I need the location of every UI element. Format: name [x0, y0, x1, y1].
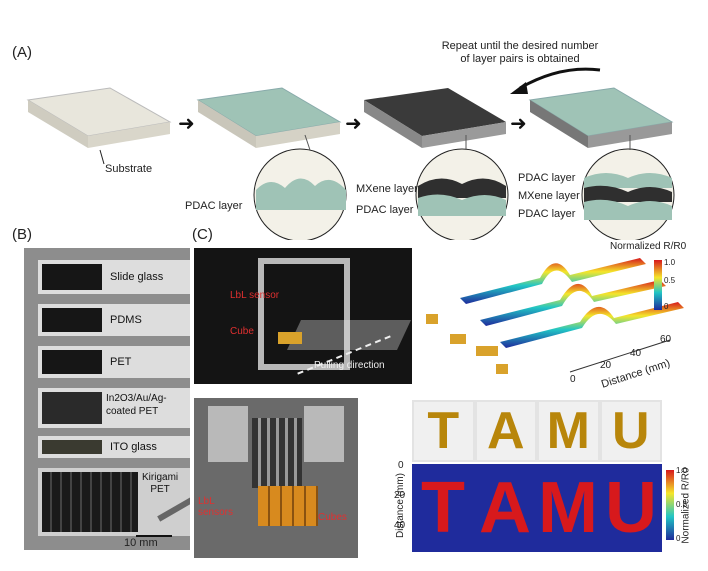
arrow-2: ➜ [345, 113, 362, 135]
pdac-layer-label-1: PDAC layer [185, 200, 243, 212]
slide-glass-sample: Slide glass [38, 260, 190, 294]
ito-glass-label: ITO glass [110, 441, 157, 453]
pet-sample: PET [38, 346, 190, 378]
sensor-array-photo: LbL sensors Cubes [194, 398, 358, 558]
lbl-sensor-label: LbL sensor [230, 290, 280, 301]
kirigami-pet-sample: Kirigami PET [38, 468, 190, 536]
dist-tick-20: 20 [600, 360, 612, 371]
mxene-slab [364, 88, 506, 148]
response-3d-plot [426, 258, 684, 374]
colorbar-bot: 0 [664, 302, 669, 311]
mxene-layer-label-2: MXene layer [356, 183, 418, 195]
heat-distance-label: Distance (mm) [395, 472, 407, 539]
panel-a-label: (A) [12, 44, 32, 61]
colorbar-3d [654, 260, 662, 310]
pdms-label: PDMS [110, 314, 142, 326]
slide-glass-label: Slide glass [110, 271, 164, 283]
tamu-letter-m: M [539, 402, 598, 460]
response-ribbon-1 [460, 258, 646, 304]
heat-cb-title: Normalized R/R0 [680, 467, 692, 544]
cube-label: Cube [230, 326, 254, 337]
tamu-heatmap: T A M U [412, 464, 662, 552]
colorbar-title: Normalized R/R0 [610, 241, 687, 252]
panel-b-label: (B) [12, 226, 32, 243]
coated-pet-label-line2: coated PET [106, 406, 159, 417]
pdac-layer-label-2: PDAC layer [356, 204, 414, 216]
arrow-1: ➜ [178, 113, 195, 135]
tweezer [157, 496, 190, 522]
substrate-slab [26, 87, 172, 148]
clamp-left [208, 406, 248, 462]
dist-tick-40: 40 [630, 348, 642, 359]
bilayer-slab [528, 87, 674, 148]
sensor-frame [258, 258, 350, 370]
coated-pet-sample: In2O3/Au/Ag- coated PET [38, 388, 190, 428]
zoom-circle-2 [415, 148, 509, 240]
repeat-note-line1: Repeat until the desired number [441, 40, 599, 52]
substrate-pointer [99, 149, 105, 165]
zoom-line-1 [304, 134, 311, 151]
mxene-layer-label-3: MXene layer [518, 190, 580, 202]
colorbar-mid: 0.5 [664, 276, 676, 285]
heat-tick-20: 20 [394, 490, 406, 501]
heatmap-letter-a: A [476, 466, 534, 550]
tamu-letter-t: T [414, 402, 473, 460]
cube-photo [278, 332, 302, 344]
repeat-note: Repeat until the desired number of layer… [430, 40, 610, 66]
heatmap-letter-m: M [538, 466, 598, 550]
pdac-slab [196, 87, 342, 148]
scale-bar-label: 10 mm [124, 537, 158, 549]
heatmap-letter-u: U [601, 466, 660, 550]
heatmap-colorbar [666, 470, 674, 540]
response-ribbon-3 [500, 302, 684, 348]
panel-c-label: (C) [192, 226, 213, 243]
heat-cb-mid: 0.5 [676, 500, 688, 509]
pdms-sample: PDMS [38, 304, 190, 336]
heat-tick-0: 0 [398, 460, 404, 471]
lbl-sensors-label: LbL sensors [198, 496, 234, 518]
dist-tick-0: 0 [570, 374, 576, 385]
pet-label: PET [110, 356, 132, 368]
ito-glass-sample: ITO glass [38, 436, 190, 458]
colorbar-top: 1.0 [664, 258, 676, 267]
sensor-strips [252, 418, 302, 488]
kirigami-label-line2: PET [150, 484, 170, 495]
cubes-photo [258, 486, 318, 526]
dist-tick-60: 60 [660, 334, 672, 345]
heat-tick-40: 40 [394, 520, 406, 531]
coated-pet-label-line1: In2O3/Au/Ag- [106, 393, 167, 404]
heat-cb-top: 1.0 [676, 466, 688, 475]
scale-bar [136, 535, 172, 537]
repeat-arrow [519, 67, 601, 90]
sensor-setup-photo: LbL sensor Cube Pulling direction [194, 248, 412, 384]
zoom-circle-3 [581, 148, 675, 240]
tamu-letter-a: A [476, 402, 535, 460]
heatmap-letter-t: T [414, 466, 472, 550]
heat-cb-bot: 0 [676, 534, 681, 543]
repeat-note-line2: of layer pairs is obtained [460, 53, 580, 65]
response-ribbon-2 [480, 280, 666, 326]
pdac-layer-label-3b: PDAC layer [518, 208, 576, 220]
tamu-cubes-photo: T A M U [412, 400, 662, 462]
clamp-right [304, 406, 344, 462]
pulling-direction-label: Pulling direction [314, 360, 385, 371]
arrow-3: ➜ [510, 113, 527, 135]
distance-axis [569, 339, 671, 373]
cubes-label: Cubes [318, 512, 347, 523]
kirigami-label-line1: Kirigami [142, 472, 179, 483]
layer-process-diagram: ➜ ➜ ➜ [26, 67, 675, 240]
zoom-circle-1 [253, 148, 347, 240]
sliding-sheet [287, 320, 411, 350]
tamu-letter-u: U [601, 402, 660, 460]
pdac-layer-label-3a: PDAC layer [518, 172, 576, 184]
substrate-label: Substrate [105, 163, 153, 175]
cube-icons [426, 314, 508, 374]
repeat-arrow-head [510, 82, 528, 94]
substrates-photo: Slide glass PDMS PET In2O3/Au/Ag- coated… [24, 248, 190, 550]
